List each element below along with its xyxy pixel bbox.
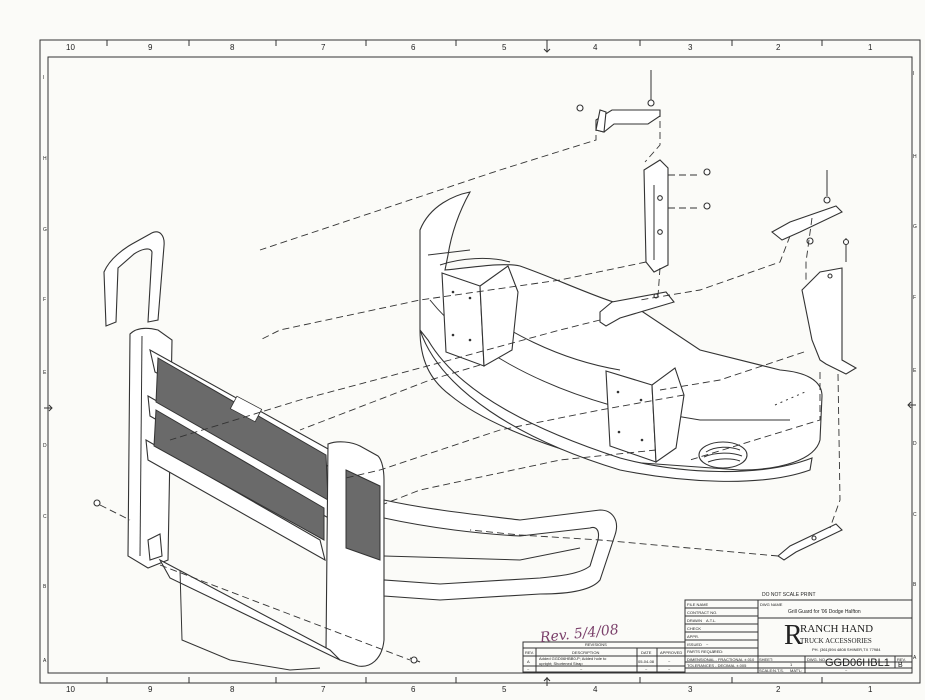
tolerance-decimal: TOLERANCES - DECIMAL ±.005 [687, 663, 747, 668]
row-label: B [43, 584, 47, 590]
col-label: 5 [502, 43, 507, 52]
col-label: 2 [776, 43, 781, 52]
rev-header: DATE [641, 650, 652, 655]
check-label: CHECK [687, 626, 701, 631]
grill-guard [103, 231, 618, 671]
drawn-label: DRAWN [687, 618, 702, 623]
row-label: A [43, 658, 47, 664]
inner-frame [47, 56, 913, 674]
outer-frame [39, 39, 921, 684]
contract-no-label: CONTRACT NO. [687, 610, 717, 615]
row-label: F [913, 295, 916, 301]
appr-label: APPR. [687, 634, 699, 639]
row-label: G [913, 224, 917, 230]
handwritten-revision-note: Rev. 5/4/08 [538, 622, 619, 646]
col-label: 1 [868, 43, 873, 52]
row-label: G [43, 227, 47, 233]
center-arrow-bottom [543, 677, 551, 686]
tolerance-fractional: DIMENSIONAL - FRACTIONAL ±.010 [687, 657, 755, 662]
rev-header: DESCRIPTION [572, 650, 599, 655]
do-not-scale-notice: DO NOT SCALE PRINT [762, 592, 816, 598]
title-block: DO NOT SCALE PRINT REVISIONS REV. DESCRI… [522, 592, 913, 674]
top-column-labels: 10 9 8 7 6 5 4 3 2 1 [66, 43, 873, 52]
col-label: 3 [688, 685, 693, 694]
center-arrow-left [44, 404, 53, 412]
company-contact: PH. (361)594 4808 SHINER,TX 77984 [812, 647, 881, 652]
dwg-no: GGD06HBL1 [825, 657, 890, 669]
row-label: E [43, 370, 47, 376]
row-label: A [913, 655, 917, 661]
rev-cell: ~ [668, 659, 671, 664]
sheet-label: SHEET: [759, 657, 773, 662]
company-name: RANCH HAND [800, 623, 873, 635]
company-subname: TRUCK ACCESSORIES [800, 637, 872, 645]
col-label: 9 [148, 43, 153, 52]
side-mark: I [913, 71, 914, 77]
rev-cell: A [527, 659, 530, 664]
file-name-label: FILE NAME [687, 602, 708, 607]
bottom-column-labels: 10 9 8 7 6 5 4 3 2 1 [66, 685, 873, 694]
rev-value: B [898, 662, 903, 669]
col-label: 1 [868, 685, 873, 694]
col-label: 10 [66, 43, 75, 52]
right-row-labels: I H G F E D C B A [913, 71, 917, 661]
scale-label: SCALE: [759, 668, 773, 673]
revisions-title: REVISIONS [585, 642, 607, 647]
col-label: 3 [688, 43, 693, 52]
row-label: C [43, 514, 47, 520]
parts-required-value: 1 [712, 649, 715, 654]
row-label: F [43, 297, 46, 303]
center-arrow-right [907, 401, 916, 409]
col-label: 7 [321, 43, 326, 52]
rev-cell: Added GGD06HBB0-P; Added hole to [539, 656, 607, 661]
col-label: 8 [230, 43, 235, 52]
rev-header: REV. [525, 650, 534, 655]
rev-cell: ~ [527, 667, 530, 672]
row-label: E [913, 368, 917, 374]
parts-required-label: PARTS REQUIRED: [687, 649, 723, 654]
left-row-labels: I H G F E D C B A [43, 75, 47, 664]
rev-cell: 05-04-08 [638, 659, 655, 664]
col-label: 7 [321, 685, 326, 694]
row-label: D [43, 443, 47, 449]
col-label: 10 [66, 685, 75, 694]
row-label: C [913, 512, 917, 518]
dwg-name: Grill Guard for '06 Dodge Halfton [788, 609, 861, 615]
col-label: 8 [230, 685, 235, 694]
issued-label: ISSUED [687, 642, 702, 647]
scale-value: N.T.S. [773, 668, 784, 673]
rev-cell: ~ [580, 667, 583, 672]
col-label: 4 [593, 43, 598, 52]
row-label: H [43, 156, 47, 162]
col-label: 2 [776, 685, 781, 694]
row-label: B [913, 582, 917, 588]
dwg-no-label: DWG. NO. [807, 657, 826, 662]
col-label: 9 [148, 685, 153, 694]
rev-cell: upright; Shortened Strap [539, 661, 583, 666]
sheet-value: 1 [790, 662, 793, 667]
col-label: 6 [411, 43, 416, 52]
col-label: 4 [593, 685, 598, 694]
company-logo-letter: R [784, 620, 803, 651]
rev-label: REV. [897, 657, 906, 662]
issued-value: ~ [706, 642, 709, 647]
col-label: 5 [502, 685, 507, 694]
side-mark: I [43, 75, 44, 81]
rev-cell: ~ [668, 667, 671, 672]
dwg-name-label: DWG NAME [760, 602, 783, 607]
truck-bumper [419, 191, 823, 482]
drawn-value: A.T.L. [706, 618, 716, 623]
center-arrow-top [543, 44, 551, 53]
rev-cell: ~ [645, 667, 648, 672]
matl-label: MAT'L: [790, 668, 802, 673]
row-label: H [913, 154, 917, 160]
col-label: 6 [411, 685, 416, 694]
row-label: D [913, 441, 917, 447]
mounting-brackets [93, 70, 858, 664]
rev-header: APPROVED [660, 650, 682, 655]
matl-value: ~ [845, 668, 848, 673]
assembly-leader-lines [99, 110, 841, 661]
